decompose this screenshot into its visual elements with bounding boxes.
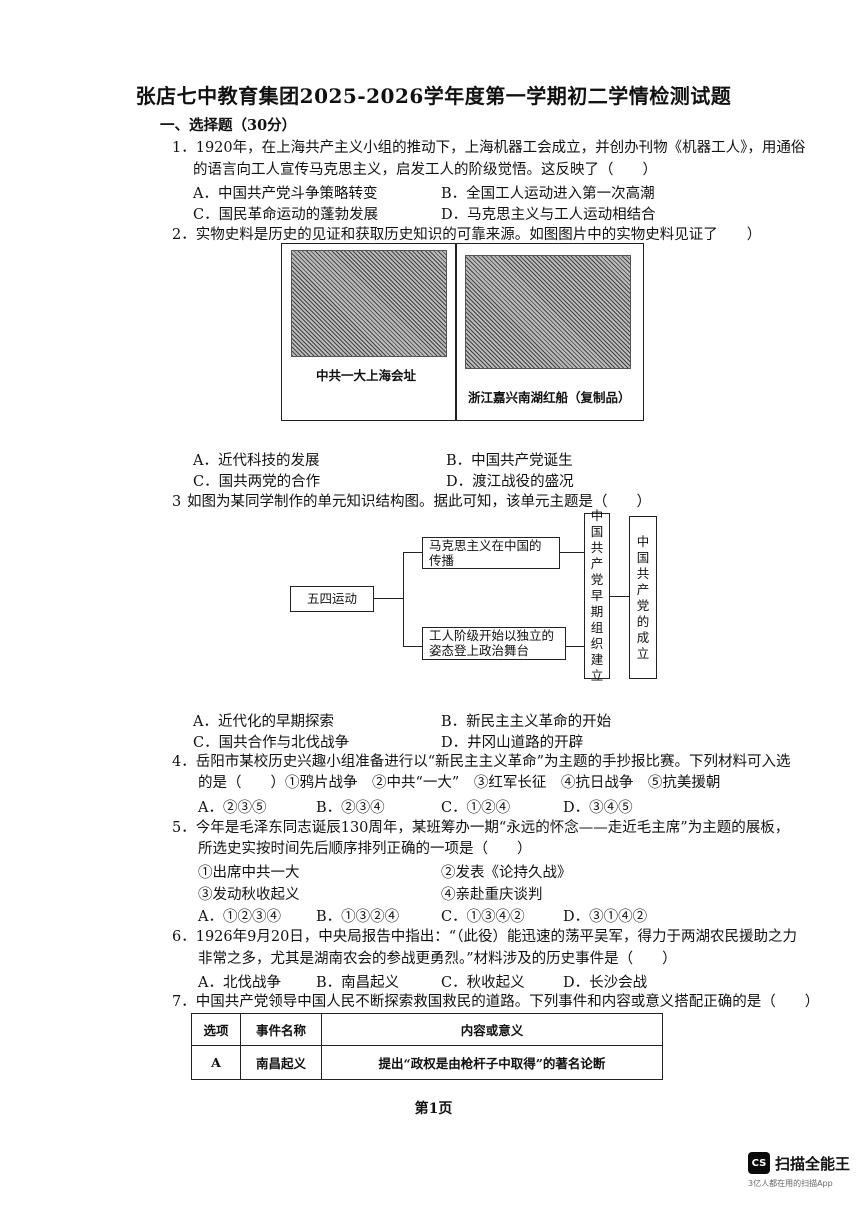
meeting-site-photo	[291, 250, 447, 357]
q1-stem-line2: 的语言向工人宣传马克思主义，启发工人的阶级觉悟。这反映了（ ）	[193, 162, 657, 178]
q2-caption-right: 浙江嘉兴南湖红船（复制品）	[468, 390, 631, 405]
q2-option-a: A．近代科技的发展	[193, 453, 320, 469]
q5-option-b: B．①③②④	[316, 909, 400, 925]
page-number: 第1页	[414, 1101, 453, 1117]
q2-stem: 2．实物史料是历史的见证和获取历史知识的可靠来源。如图图片中的实物史料见证了 ）	[172, 227, 762, 243]
q5-item-1: ①出席中共一大	[198, 865, 300, 881]
connector-middle	[610, 596, 630, 598]
q6-stem-line2: 非常之多，尤其是湖南农会的参战更勇烈。”材料涉及的历史事件是（ ）	[198, 951, 677, 967]
q2-caption-left: 中共一大上海会址	[316, 368, 417, 383]
q7-stem: 7．中国共产党领导中国人民不断探索救国救民的道路。下列事件和内容或意义搭配正确的…	[172, 994, 820, 1010]
q3-option-d: D．井冈山道路的开辟	[441, 735, 584, 751]
q4-option-d: D．③④⑤	[563, 800, 633, 816]
q1-option-a: A．中国共产党斗争策略转变	[193, 186, 378, 202]
q2-photo-divider	[455, 243, 457, 421]
q2-option-d: D．渡江战役的盛况	[446, 474, 574, 490]
table-header-row: 选项 事件名称 内容或意义	[191, 1013, 663, 1046]
section-heading: 一、选择题（30分）	[160, 117, 297, 134]
camscanner-logo-icon: CS	[748, 1152, 770, 1174]
q5-option-c: C．①③④②	[441, 909, 525, 925]
q6-option-a: A．北伐战争	[198, 975, 281, 991]
q3-number: 3	[172, 494, 182, 510]
q5-item-2: ②发表《论持久战》	[441, 865, 572, 881]
q4-option-a: A．②③⑤	[198, 800, 267, 816]
diagram-root-box: 五四运动	[290, 586, 374, 612]
q5-item-4: ④亲赴重庆谈判	[441, 887, 543, 903]
watermark-tagline: 3亿人都在用的扫描App	[748, 1179, 833, 1188]
table-header-cell: 选项	[191, 1013, 241, 1046]
table-cell: A	[191, 1045, 241, 1080]
q2-option-b: B．中国共产党诞生	[446, 453, 573, 469]
q2-option-c: C．国共两党的合作	[193, 474, 321, 490]
q5-option-d: D．③①④②	[563, 909, 648, 925]
table-row: A 南昌起义 提出“政权是由枪杆子中取得”的著名论断	[191, 1045, 663, 1080]
q5-stem-line1: 5．今年是毛泽东同志诞辰130周年，某班筹办一期“永远的怀念——走近毛主席”为主…	[172, 820, 790, 836]
q5-option-a: A．①②③④	[198, 909, 281, 925]
connector-bottom	[403, 646, 423, 648]
page-title: 张店七中教育集团2025-2026学年度第一学期初二学情检测试题	[135, 84, 732, 108]
q3-option-a: A．近代化的早期探索	[193, 714, 334, 730]
table-header-cell: 事件名称	[240, 1013, 322, 1046]
table-cell: 提出“政权是由枪杆子中取得”的著名论断	[321, 1045, 663, 1080]
q4-option-b: B．②③④	[316, 800, 385, 816]
q6-option-b: B．南昌起义	[316, 975, 400, 991]
q6-stem-line1: 6．1926年9月20日，中央局报告中指出：“（此役）能迅速的荡平吴军，得力于两…	[172, 929, 797, 945]
q4-stem-line2: 的是（ ）①鸦片战争 ②中共“一大” ③红军长征 ④抗日战争 ⑤抗美援朝	[198, 775, 721, 791]
diagram-final-box: 中国共产党的成立	[629, 516, 657, 679]
connector-bottom-right	[566, 646, 585, 648]
q2-photo-frame	[281, 243, 644, 421]
table-cell: 南昌起义	[240, 1045, 322, 1080]
connector-top	[403, 552, 423, 554]
diagram-top-box: 马克思主义在中国的传播	[422, 537, 560, 569]
q5-stem-line2: 所选史实按时间先后顺序排列正确的一项是（ ）	[198, 841, 532, 857]
q7-table: 选项 事件名称 内容或意义 A 南昌起义 提出“政权是由枪杆子中取得”的著名论断	[191, 1013, 663, 1080]
diagram-bottom-box: 工人阶级开始以独立的姿态登上政治舞台	[422, 627, 566, 660]
q3-option-c: C．国共合作与北伐战争	[193, 735, 350, 751]
q1-option-d: D．马克思主义与工人运动相结合	[441, 207, 656, 223]
scanner-watermark: CS 扫描全能王 3亿人都在用的扫描App	[748, 1152, 850, 1189]
table-header-cell: 内容或意义	[321, 1013, 663, 1046]
q4-option-c: C．①②④	[441, 800, 511, 816]
connector-fork	[403, 552, 405, 647]
q1-stem-line1: 1．1920年，在上海共产主义小组的推动下，上海机器工会成立，并创办刊物《机器工…	[172, 140, 806, 156]
connector-top-right	[560, 552, 585, 554]
q3-stem: 如图为某同学制作的单元知识结构图。据此可知，该单元主题是（ ）	[187, 494, 651, 510]
q5-item-3: ③发动秋收起义	[198, 887, 300, 903]
watermark-name: 扫描全能王	[775, 1154, 851, 1173]
q6-option-c: C．秋收起义	[441, 975, 525, 991]
connector-root	[374, 598, 404, 600]
diagram-middle-box: 中国共产党早期组织建立	[584, 508, 610, 683]
q6-option-d: D．长沙会战	[563, 975, 648, 991]
q3-option-b: B．新民主主义革命的开始	[441, 714, 612, 730]
red-boat-photo	[465, 255, 631, 369]
q1-option-b: B．全国工人运动进入第一次高潮	[441, 186, 655, 202]
q4-stem-line1: 4．岳阳市某校历史兴趣小组准备进行以“新民主主义革命”为主题的手抄报比赛。下列材…	[172, 754, 791, 770]
q1-option-c: C．国民革命运动的蓬勃发展	[193, 207, 379, 223]
